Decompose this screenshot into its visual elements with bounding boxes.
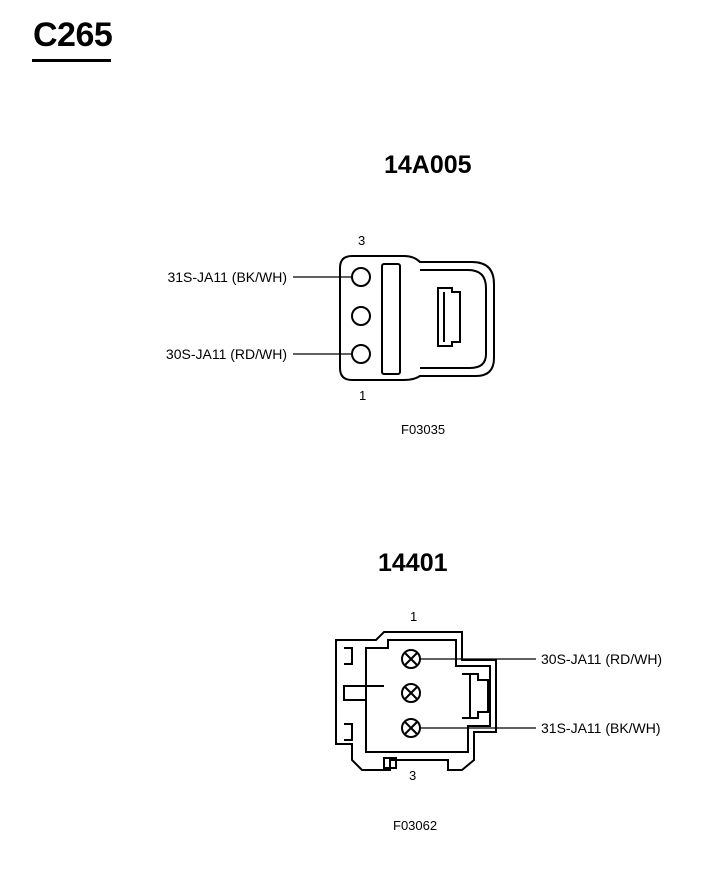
pin-number-top: 3: [358, 233, 365, 248]
pin-number-bottom: 1: [359, 388, 366, 403]
connector-part-number: 14401: [378, 549, 448, 577]
figure-id: F03062: [393, 818, 437, 833]
connector-14401: 14401: [335, 549, 662, 833]
pin-2-socket: [351, 306, 371, 326]
figure-id: F03035: [401, 422, 445, 437]
connector-housing: [335, 631, 497, 771]
connector-14a005: 14A005 3 1 31S-JA11 (BK/WH) 30S-JA11 (RD…: [166, 151, 495, 437]
pin-2-terminal: [401, 683, 421, 703]
pin-number-top: 1: [410, 609, 417, 624]
pin-number-bottom: 3: [409, 768, 416, 783]
wire-label: 31S-JA11 (BK/WH): [167, 269, 287, 285]
pin-1-socket: [351, 344, 371, 364]
connector-housing: [339, 255, 495, 381]
pin-3-socket: [351, 267, 371, 287]
page-title: C265: [33, 16, 113, 54]
wire-label: 31S-JA11 (BK/WH): [541, 720, 661, 736]
pin-1-terminal: [401, 649, 421, 669]
wire-label: 30S-JA11 (RD/WH): [541, 651, 662, 667]
connector-part-number: 14A005: [384, 151, 472, 179]
title-underline: [32, 59, 111, 62]
wire-label: 30S-JA11 (RD/WH): [166, 346, 287, 362]
pin-3-terminal: [401, 718, 421, 738]
